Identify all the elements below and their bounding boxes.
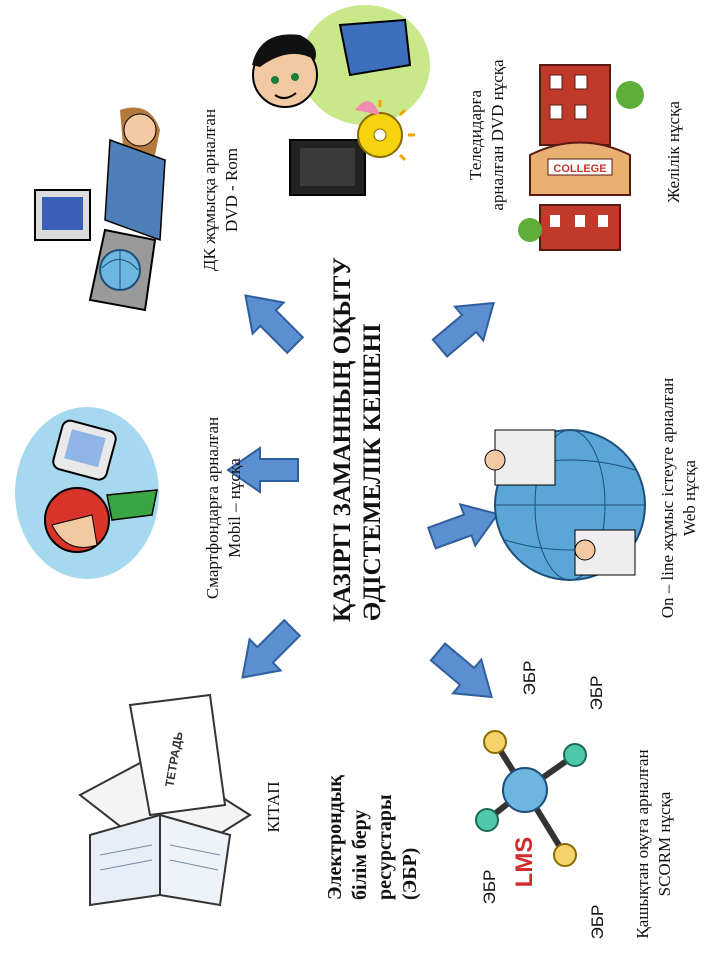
lms-satellite-node [475,808,499,832]
arrow-to-network [424,285,509,366]
scorm-label: Қашықтан оқуға арналған SCORM нұсқа [632,719,678,969]
online-label-line1: On – line жұмыс істеуге арналған [658,377,677,619]
network-label-text: Желілік нұсқа [664,101,683,203]
tv-dvd-label-line1: Теледидарға [466,89,485,181]
lms-network-illustration [475,730,587,867]
ebr-satellite-label: ЭБР [588,902,608,942]
kitap-label-text: КІТАП [264,781,283,833]
ebr-satellite-text: ЭБР [480,869,499,905]
ebr-title-line2: білім беру [349,809,371,900]
ebr-satellite-label: ЭБР [587,673,607,713]
smartphone-label-line2: Mobil – нұсқа [225,458,244,558]
ebr-satellite-text: ЭБР [520,660,539,696]
tv-dvd-label-line2: арналған DVD нұсқа [488,59,507,211]
lms-satellite-node [553,843,577,867]
online-globe-illustration [484,429,646,581]
ebr-title-line1: Электрондық [324,775,346,900]
online-label-line2: Web нұсқа [680,460,699,536]
college-sign-text: COLLEGE [553,163,606,175]
smartphone-label: Смартфондарға арналған Mobil – нұсқа [202,378,248,638]
pc-dvd-label-line1: ДК жұмысқа арналған [200,108,219,272]
lms-satellite-node [483,730,507,754]
book-notebook-illustration: ТЕТРАДЬ [78,693,252,907]
ebr-satellite-label: ЭБР [480,867,500,907]
ebr-satellite-label: ЭБР [520,658,540,698]
smartphone-label-line1: Смартфондарға арналған [203,416,222,600]
network-label: Желілік нұсқа [663,72,687,232]
scorm-label-line2: SCORM нұсқа [655,791,674,897]
lms-label-text: LMS [511,836,538,888]
tv-dvd-boy-illustration [252,5,430,196]
ebr-title: Электрондық білім беру ресурстары (ЭБР) [323,760,423,900]
ebr-satellite-text: ЭБР [587,675,606,711]
pc-user-illustration [34,107,166,312]
lms-satellite-node [563,743,587,767]
pc-dvd-label: ДК жұмысқа арналған DVD - Rom [199,60,245,320]
ebr-title-line3: ресурстары [374,794,396,900]
tv-dvd-label: Теледидарға арналған DVD нұсқа [465,15,511,255]
scorm-label-line1: Қашықтан оқуға арналған [633,749,652,939]
smartphone-kid-illustration [15,407,159,579]
ebr-title-line4: (ЭБР) [399,847,421,900]
ebr-satellite-text: ЭБР [588,904,607,940]
college-building-illustration: COLLEGE [518,64,644,251]
online-label: On – line жұмыс істеуге арналған Web нұс… [657,318,703,678]
pc-dvd-label-line2: DVD - Rom [222,147,241,233]
lms-label: LMS [511,832,539,892]
arrow-to-scorm [422,634,507,715]
kitap-label: КІТАП [263,767,287,847]
lms-core-node [502,767,548,813]
